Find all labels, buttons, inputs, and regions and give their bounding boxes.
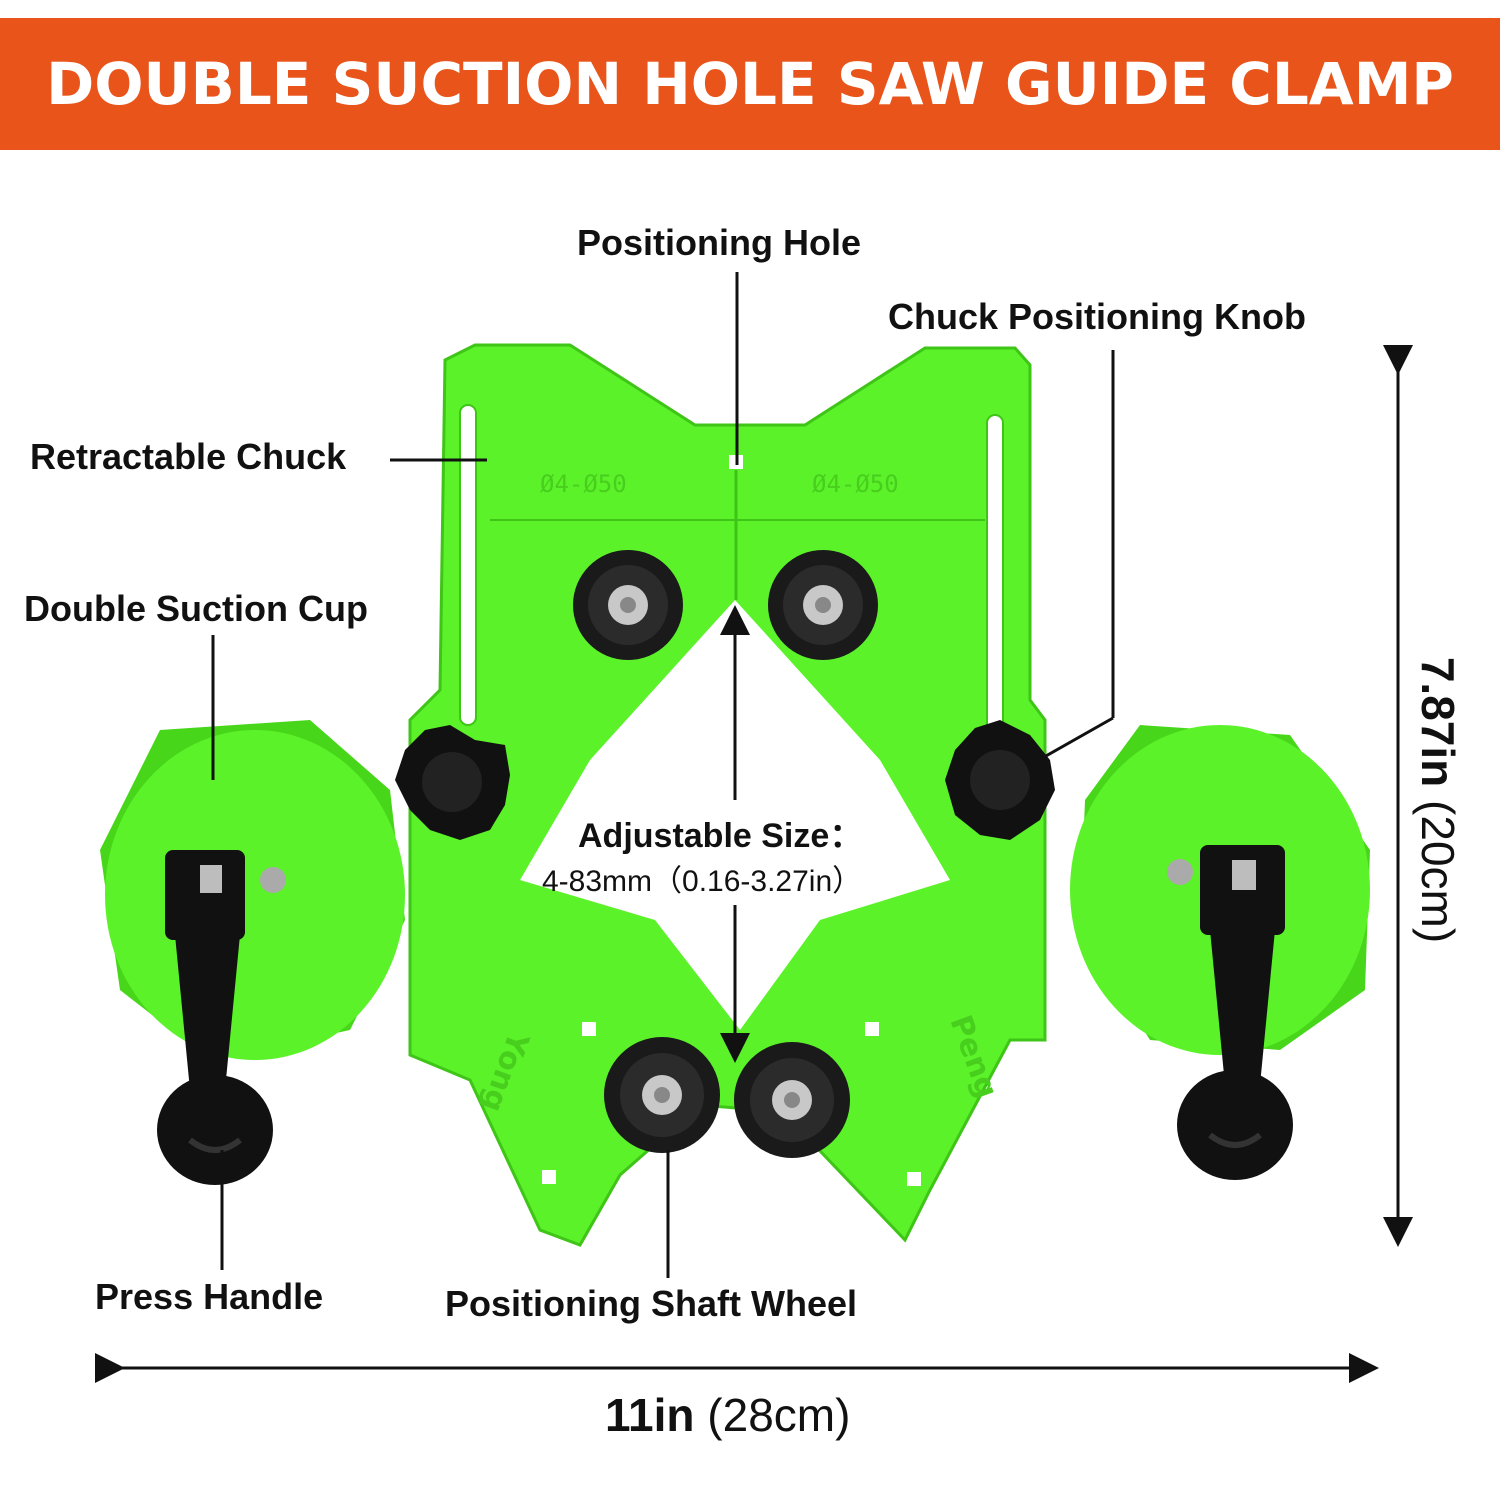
width-metric: (28cm) [694,1389,851,1441]
left-press-handle [157,850,286,1185]
adjustable-size-separator: ： [829,817,864,855]
scale-marking-left: Ø4-Ø50 [540,470,627,498]
banner-title: DOUBLE SUCTION HOLE SAW GUIDE CLAMP [46,50,1454,118]
upper-left-wheel [573,550,683,660]
upper-right-wheel [768,550,878,660]
right-press-handle [1167,845,1293,1180]
title-banner: DOUBLE SUCTION HOLE SAW GUIDE CLAMP [0,18,1500,150]
height-dimension-label: 7.87in (20cm) [1411,657,1465,943]
adjustable-size-range: 4-83mm（0.16-3.27in） [542,865,863,898]
scale-marking-right: Ø4-Ø50 [812,470,899,498]
lower-right-wheel [734,1042,850,1158]
height-value: 7.87in [1412,656,1464,788]
label-retractable-chuck: Retractable Chuck [30,436,347,477]
leader-lines [211,272,1115,1278]
left-knob [395,725,510,840]
right-knob [945,720,1055,840]
width-dimension-label: 11in (28cm) [605,1388,850,1442]
adjustable-size-title: Adjustable Size： [578,808,863,857]
label-double-suction-cup: Double Suction Cup [24,588,368,629]
left-suction-cup [100,720,405,1060]
adjustable-size-label: Adjustable Size [578,817,830,855]
label-press-handle: Press Handle [95,1276,324,1317]
label-positioning-shaft-wheel: Positioning Shaft Wheel [445,1283,857,1324]
label-positioning-hole: Positioning Hole [577,222,861,263]
width-value: 11in [605,1389,695,1441]
guide-frame [408,343,1047,1247]
label-chuck-positioning-knob: Chuck Positioning Knob [888,296,1306,337]
height-metric: (20cm) [1412,787,1464,944]
lower-left-wheel [604,1037,720,1153]
